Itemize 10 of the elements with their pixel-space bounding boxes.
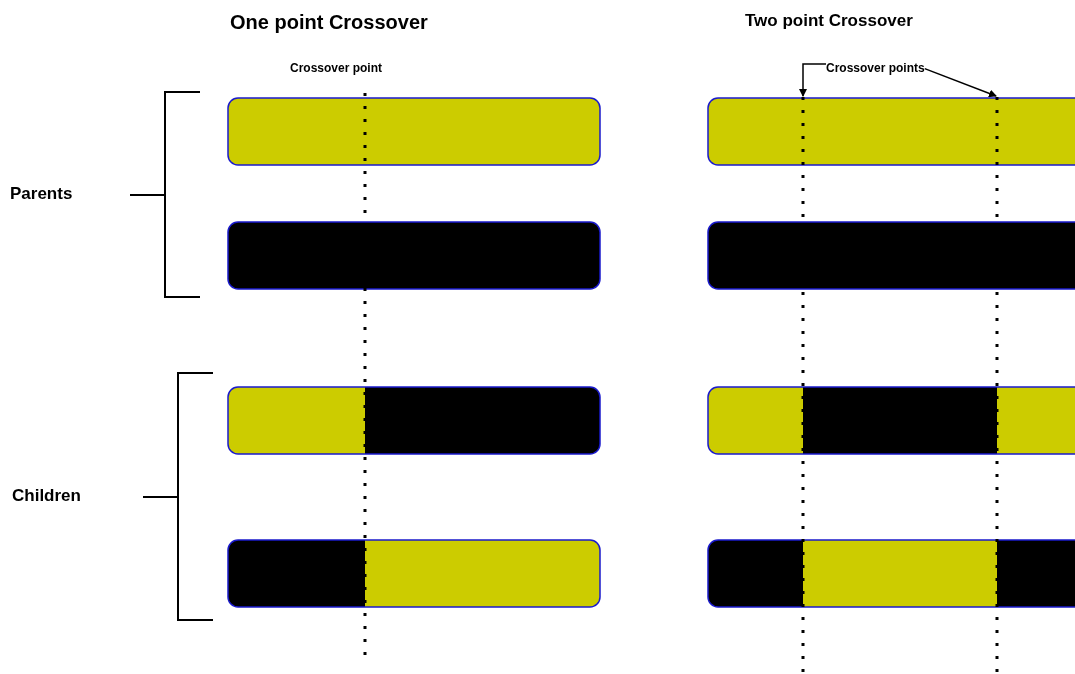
callout-text: Crossover points [826,62,925,76]
panel-title: Two point Crossover [745,12,913,31]
leader-arrow [923,67,997,98]
dotted-line [801,97,805,674]
callout-text: Crossover point [290,62,382,76]
dotted-line [995,97,999,674]
group-label: Parents [10,185,73,204]
panel-title: One point Crossover [230,11,428,33]
leader-arrow [799,63,827,97]
group-label: Children [12,487,81,506]
